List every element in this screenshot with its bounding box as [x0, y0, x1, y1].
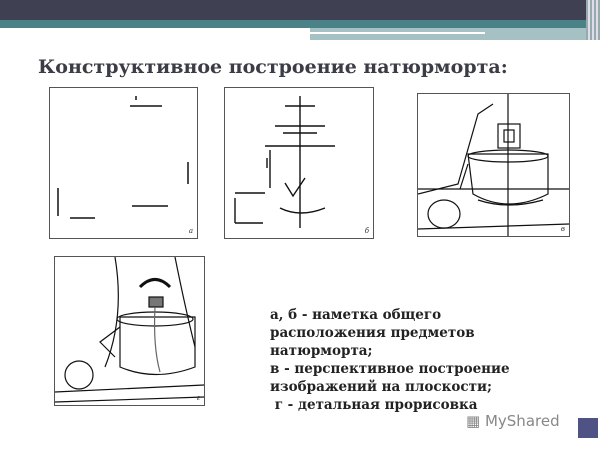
- caption-line: изображений на плоскости;: [270, 379, 492, 395]
- sketch-perspective: [418, 94, 569, 236]
- header-stripe: [0, 20, 600, 28]
- figure-label: б: [364, 227, 369, 235]
- caption-line: в - перспективное построение: [270, 361, 510, 377]
- caption-line: расположения предметов: [270, 325, 475, 341]
- caption-line: г - детальная прорисовка: [270, 397, 478, 413]
- nav-button[interactable]: [578, 418, 598, 438]
- watermark: ▦ MyShared: [466, 412, 560, 430]
- sketch-layout-a: [57, 96, 189, 219]
- sketch-layout-b: [234, 96, 335, 228]
- figure-label: г: [196, 394, 200, 402]
- header-bar: [0, 0, 600, 20]
- header-accent: [310, 28, 600, 40]
- caption: а, б - наметка общего расположения предм…: [270, 306, 510, 414]
- watermark-text: MyShared: [484, 412, 560, 430]
- figure-label: а: [188, 227, 193, 235]
- caption-line: а, б - наметка общего: [270, 307, 442, 323]
- caption-line: натюрморта;: [270, 343, 373, 359]
- slide-title: Конструктивное построение натюрморта:: [38, 56, 508, 78]
- header-edge: [586, 0, 600, 40]
- figure-c: в: [417, 93, 570, 237]
- figure-d: г: [54, 256, 205, 406]
- figure-a: а: [49, 87, 198, 239]
- sketch-teapot-detailed: [55, 257, 204, 403]
- figure-b: б: [224, 87, 374, 239]
- presentation-icon: ▦: [466, 412, 481, 430]
- figure-label: в: [560, 225, 565, 233]
